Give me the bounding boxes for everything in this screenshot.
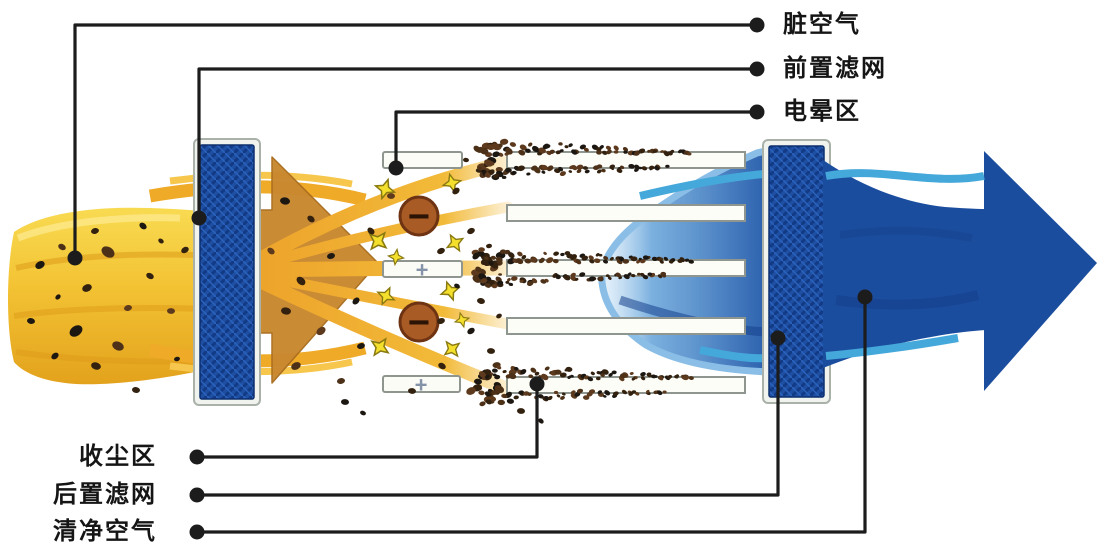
callout-lines — [73, 23, 867, 534]
negative-electrode: − — [398, 301, 440, 344]
ground-plates: + + — [382, 151, 463, 398]
callout-line-dust-zone — [195, 382, 539, 459]
label-dirty-air: 脏空气 — [783, 11, 861, 38]
label-pre-filter: 前置滤网 — [783, 55, 887, 82]
dust-particles — [27, 157, 544, 424]
negative-symbol: − — [408, 302, 430, 344]
corona-electrodes: − − — [362, 171, 472, 363]
positive-symbol: + — [416, 258, 429, 283]
callout-line-post-filter — [195, 336, 780, 497]
label-post-filter: 后置滤网 — [53, 481, 157, 508]
corona-flow-streaks — [252, 156, 516, 395]
pre-filter-panel — [193, 138, 261, 406]
positive-symbol: + — [415, 373, 428, 398]
callout-line-dirty-air — [73, 23, 759, 260]
collection-plates — [506, 151, 746, 394]
label-corona-zone: 电晕区 — [783, 98, 861, 125]
callout-line-clean-air — [195, 295, 867, 534]
label-clean-air: 清净空气 — [53, 518, 157, 545]
negative-symbol: − — [408, 196, 430, 238]
callout-bullets — [67, 17, 873, 540]
callout-line-corona-zone — [394, 110, 759, 170]
negative-electrode: − — [398, 195, 440, 238]
label-dust-collection-zone: 收尘区 — [79, 443, 157, 470]
callout-line-pre-filter — [197, 67, 759, 220]
clean-air-arrowhead — [984, 151, 1097, 391]
dust-deposits — [471, 138, 694, 407]
post-filter-panel — [762, 139, 831, 404]
